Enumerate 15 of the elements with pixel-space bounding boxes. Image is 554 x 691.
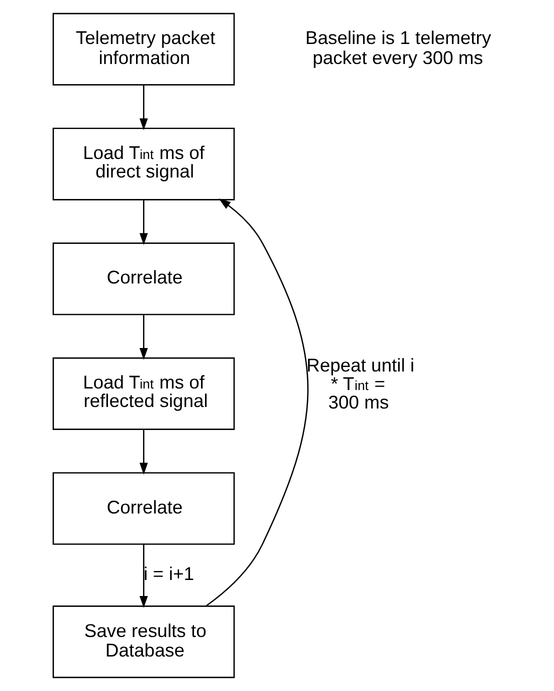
- node-box: Correlate: [52, 472, 235, 545]
- edge-label: i = i+1: [144, 563, 194, 584]
- node-box: Load Tint ms of direct signal: [52, 128, 235, 200]
- arrow: [140, 315, 148, 360]
- node-box: Correlate: [52, 242, 235, 316]
- label: Baseline is 1 telemetry packet every 300 ms: [305, 27, 492, 68]
- arrow: [206, 198, 309, 606]
- arrow: [140, 200, 148, 246]
- edge-label: Repeat until i * Tint = 300 ms: [306, 354, 414, 412]
- arrow: [140, 544, 148, 608]
- node-box: Save results to Database: [52, 606, 235, 678]
- node-box: Load Tint ms of reflected signal: [52, 357, 235, 430]
- arrow: [140, 85, 148, 130]
- node-box: Telemetry packet information: [52, 12, 235, 86]
- arrow: [140, 430, 148, 475]
